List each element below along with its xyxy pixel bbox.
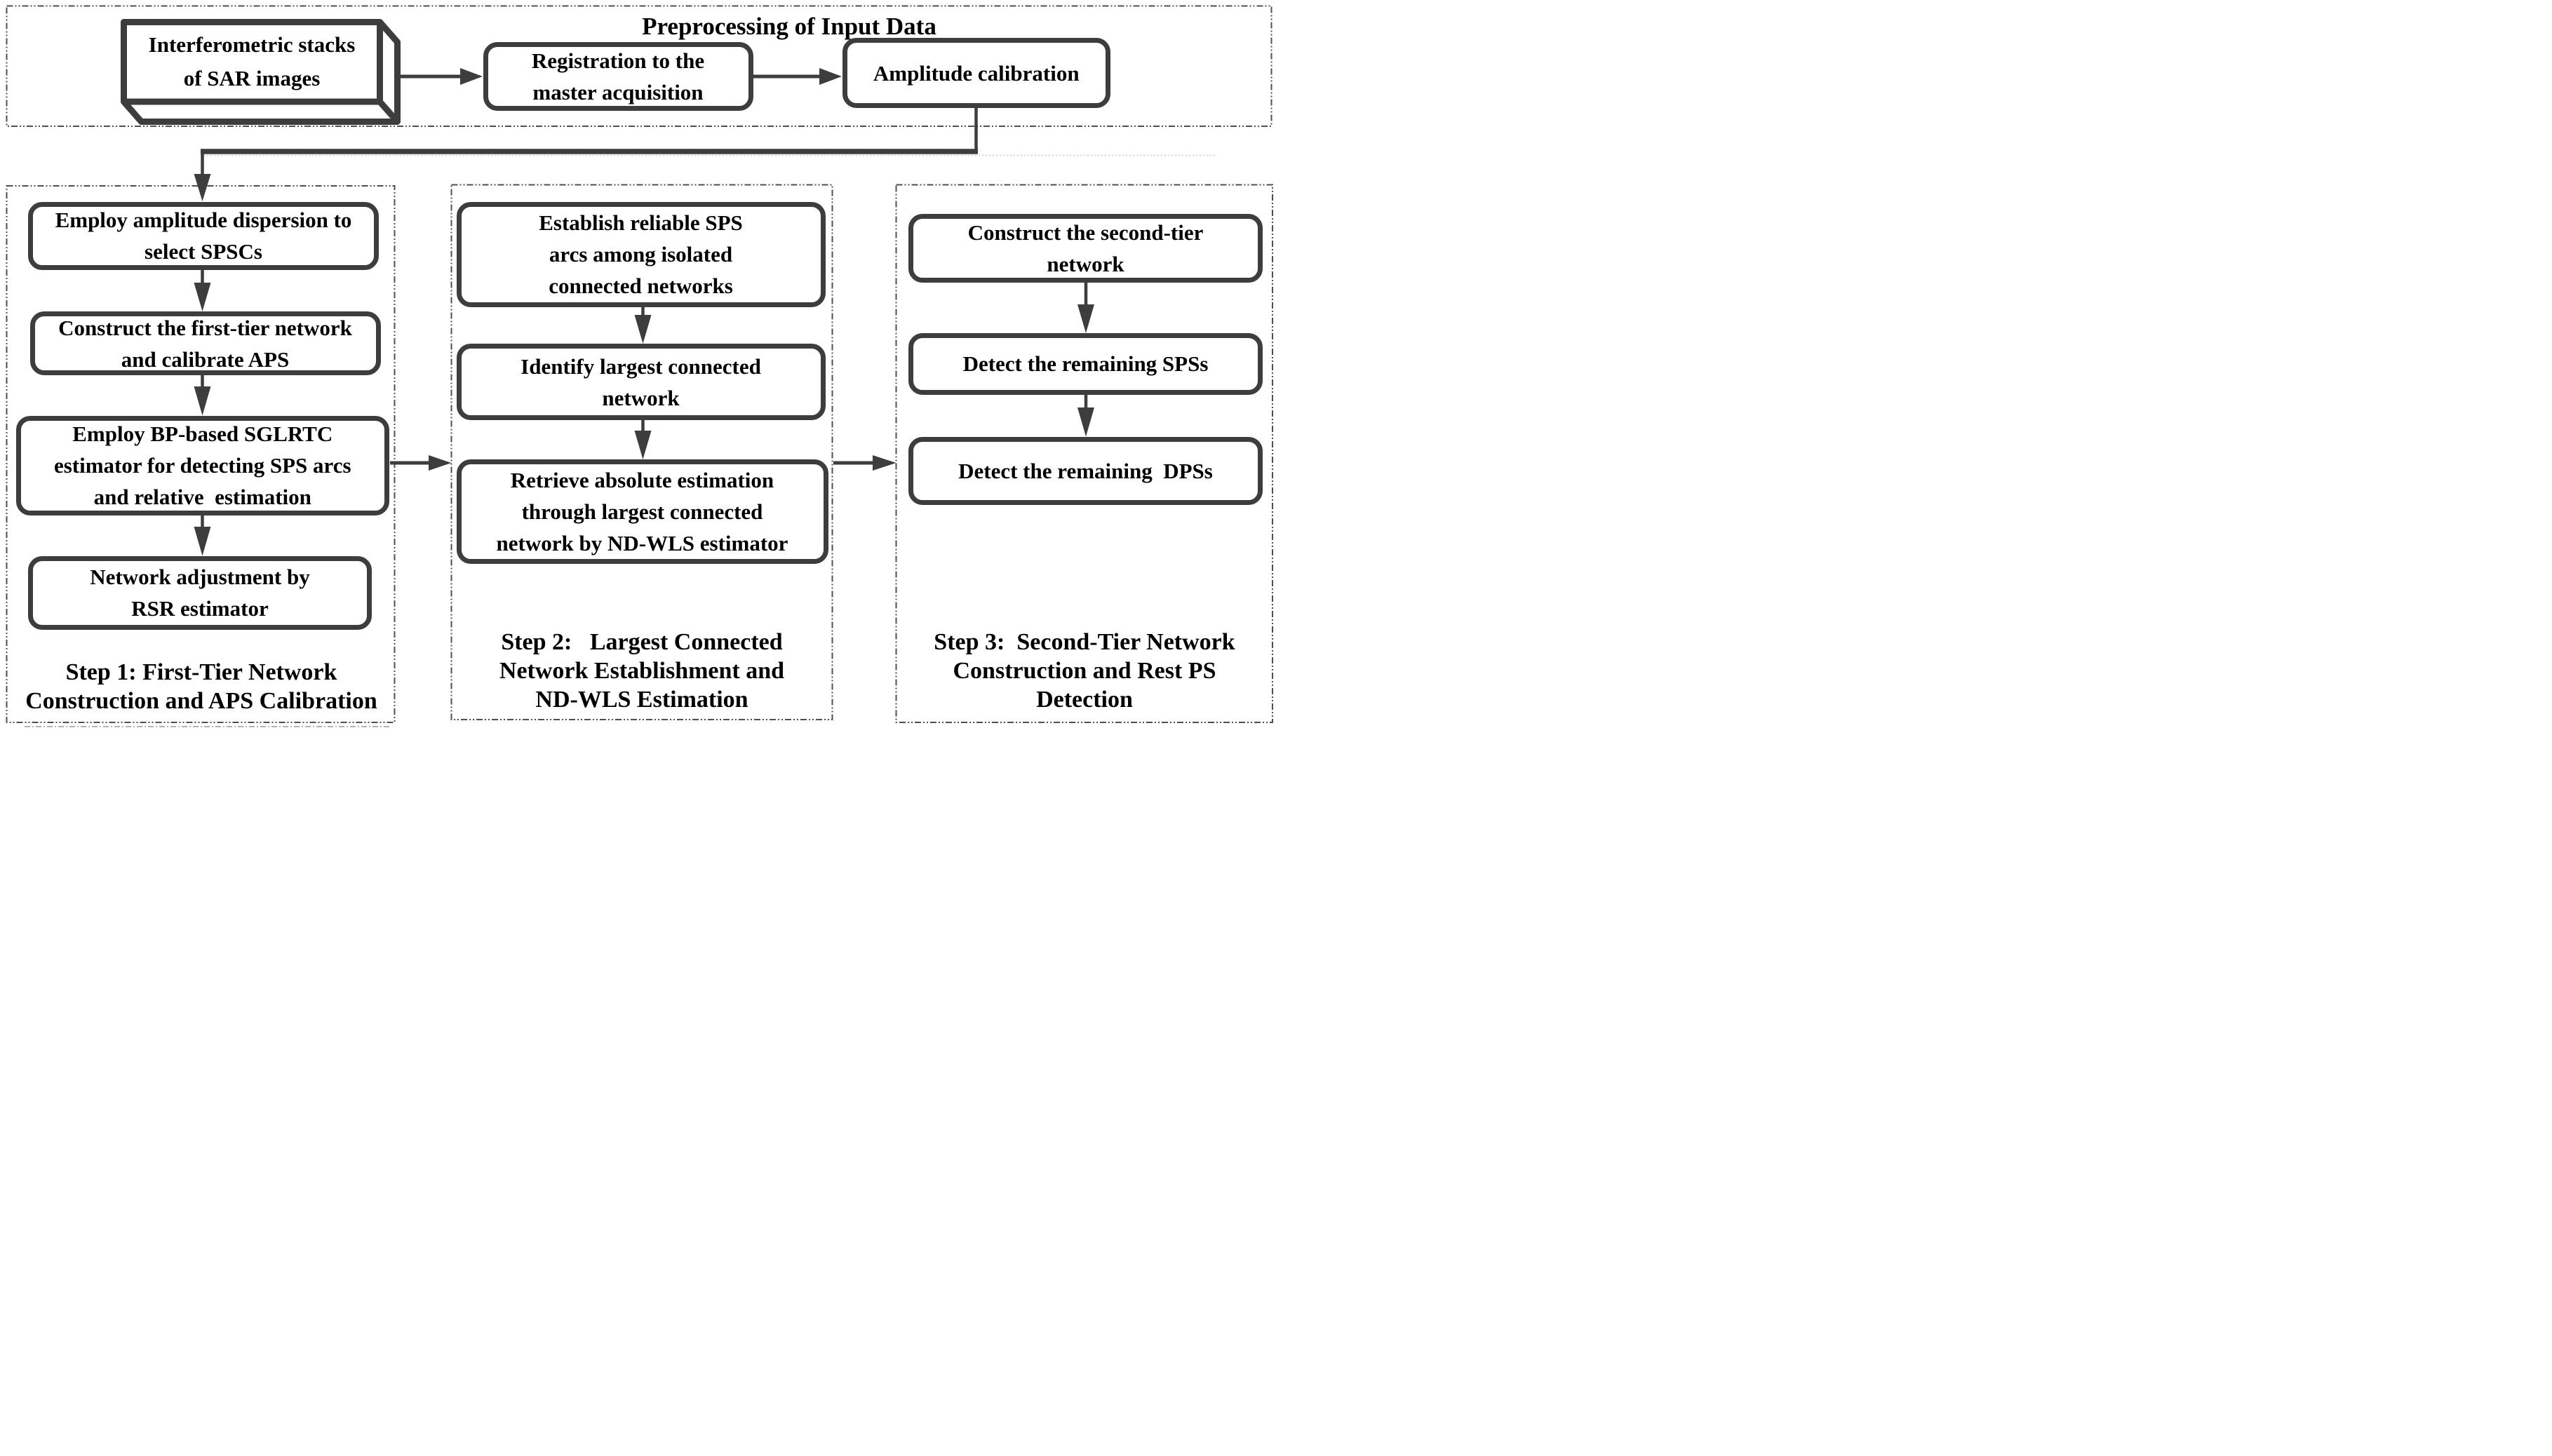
connector-layer: [6, 5, 1273, 727]
step1-label: Step 1: First-Tier Network Construction …: [25, 659, 377, 714]
node-identify-largest-network: Identify largest connected network: [456, 344, 826, 420]
connector-step1-drop-head: [194, 174, 211, 201]
step2-label: Step 2: Largest Connected Network Establ…: [499, 629, 785, 713]
arrow-registration-to-amplitude-head: [819, 68, 842, 85]
node-select-spscs: Employ amplitude dispersion to select SP…: [28, 201, 379, 270]
step3-container-border: [895, 184, 1273, 723]
preprocessing-title: Preprocessing of Input Data: [642, 13, 936, 40]
arrow-s2b2-s2b3-head: [634, 431, 652, 459]
arrow-s1b3-s1b4-head: [194, 527, 211, 556]
node-detect-remaining-dpss: Detect the remaining DPSs: [908, 436, 1263, 505]
arrow-input-to-registration-head: [460, 68, 483, 85]
node-input-stack: Interferometric stacks of SAR images: [148, 32, 356, 91]
step3-label: Step 3: Second-Tier Network Construction…: [934, 629, 1235, 713]
node-retrieve-absolute-estimation: Retrieve absolute estimation through lar…: [456, 459, 828, 564]
node-establish-sps-arcs: Establish reliable SPS arcs among isolat…: [456, 201, 826, 307]
node-detect-remaining-spss: Detect the remaining SPSs: [908, 333, 1263, 395]
node-network-adjustment: Network adjustment by RSR estimator: [28, 555, 372, 630]
flowchart: Preprocessing of Input Data Interferomet…: [0, 0, 1276, 728]
arrow-s3b2-s3b3-head: [1077, 407, 1094, 437]
node-first-tier-network: Construct the first-tier network and cal…: [29, 311, 381, 375]
arrow-s3b1-s3b2-head: [1077, 304, 1094, 333]
arrow-step1-to-step2-head: [429, 455, 452, 471]
node-sglrtc-estimator: Employ BP-based SGLRTC estimator for det…: [15, 415, 389, 515]
arrow-s1b2-s1b3-head: [194, 386, 211, 416]
node-registration: Registration to the master acquisition: [483, 42, 753, 111]
arrow-s2b1-s2b2-head: [634, 315, 652, 344]
arrow-s1b1-s1b2-head: [194, 283, 211, 311]
preprocessing-container-border: [6, 5, 1272, 127]
node-amplitude-calibration: Amplitude calibration: [842, 38, 1110, 108]
input-stack-3d-inner-edges: [123, 22, 400, 124]
arrow-step2-to-step3-head: [873, 455, 896, 471]
step2-container-border: [450, 184, 833, 720]
node-second-tier-network: Construct the second-tier network: [908, 214, 1263, 283]
